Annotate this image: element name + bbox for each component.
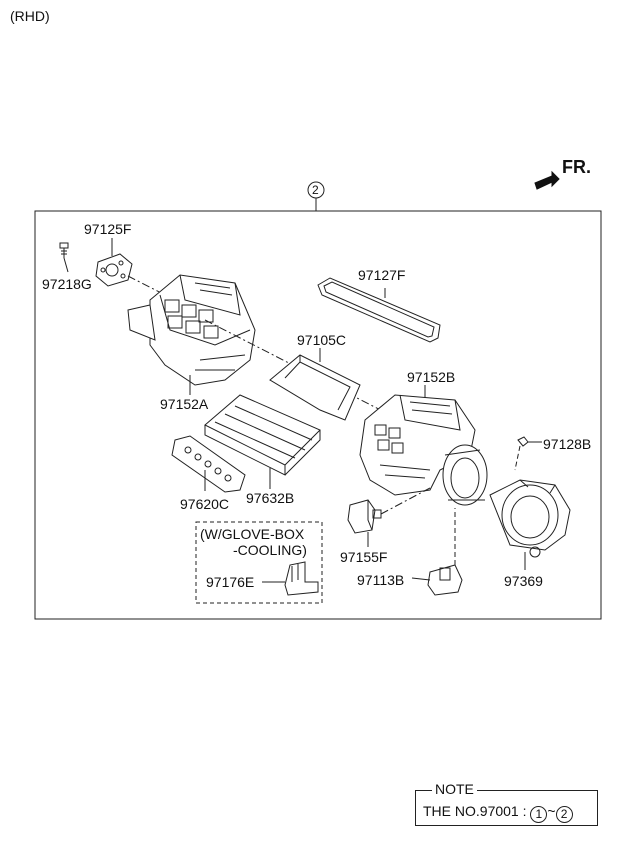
option-label-line2: -COOLING) — [233, 542, 307, 558]
part-label-97176E: 97176E — [206, 574, 255, 590]
part-label-97632B: 97632B — [246, 490, 295, 506]
assembly-frame — [34, 210, 602, 620]
sensor-97113B — [427, 508, 463, 596]
resistor-97176E — [284, 561, 319, 596]
actuator-97125F — [95, 253, 133, 287]
part-label-97128B: 97128B — [543, 436, 592, 452]
gasket-97127F — [317, 277, 441, 343]
front-arrow-icon — [534, 170, 560, 190]
part-label-97125F: 97125F — [84, 221, 132, 237]
duct-97369 — [489, 479, 571, 558]
part-label-97105C: 97105C — [297, 332, 347, 348]
case-97152A — [127, 274, 256, 386]
note-box — [415, 790, 598, 826]
part-label-97152B: 97152B — [407, 369, 456, 385]
note-separator: ~ — [547, 803, 556, 819]
note-text: THE NO.97001 : 1~2 — [423, 803, 573, 823]
part-label-97620C: 97620C — [180, 496, 230, 512]
option-box — [195, 521, 323, 604]
note-title: NOTE — [432, 781, 477, 797]
assembly-ref-number: 2 — [312, 183, 319, 197]
variant-label: (RHD) — [10, 8, 50, 24]
part-label-97369: 97369 — [504, 573, 543, 589]
screw-97218G — [59, 242, 69, 258]
cover-97105C — [269, 354, 361, 421]
option-label-line1: (W/GLOVE-BOX — [200, 526, 305, 542]
front-direction-label: FR. — [562, 157, 591, 177]
part-label-97127F: 97127F — [358, 267, 406, 283]
part-label-97218G: 97218G — [42, 276, 92, 292]
ionizer-97620C — [171, 435, 246, 493]
part-label-97155F: 97155F — [340, 549, 388, 565]
part-label-97113B: 97113B — [357, 572, 405, 588]
note-part-range-text: THE NO.97001 : — [423, 803, 527, 819]
part-label-97152A: 97152A — [160, 396, 209, 412]
clip-97128B — [517, 436, 529, 447]
actuator-97155F — [347, 499, 382, 534]
note-from-circle: 1 — [530, 806, 548, 823]
note-to-circle: 2 — [555, 806, 573, 823]
case-97152B — [359, 394, 488, 506]
filter-97632B — [204, 394, 321, 476]
